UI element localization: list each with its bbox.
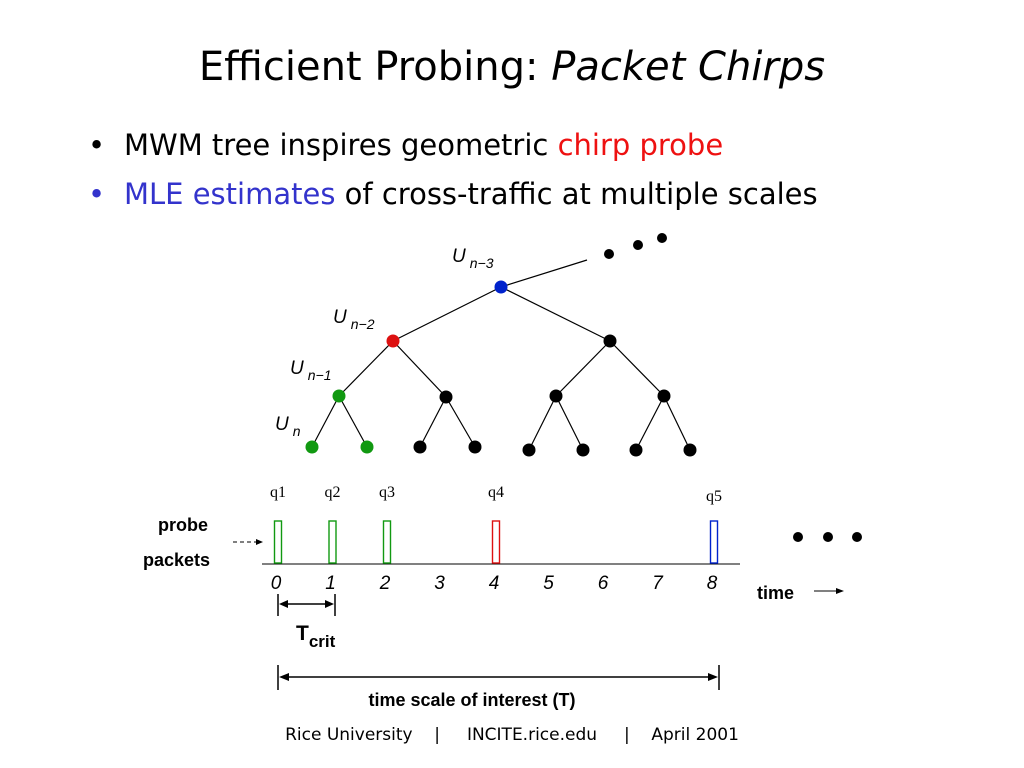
continuation-dot (793, 532, 803, 542)
ancestor-dot (633, 240, 643, 250)
parent-edge (500, 259, 588, 288)
tree-edge (500, 286, 611, 342)
probe-packet-label: q2 (325, 484, 341, 501)
tree-edge (609, 340, 665, 397)
time-tick-label: 5 (543, 573, 554, 594)
tree-node (683, 443, 697, 457)
slide-footer: Rice University | INCITE.rice.edu | Apri… (285, 725, 739, 745)
time-tick-label: 8 (707, 573, 718, 594)
tree-edge (338, 340, 394, 397)
probe-packet-label: q3 (379, 484, 395, 501)
tree-node (439, 390, 453, 404)
tree-edge (635, 395, 665, 451)
tree-edge (338, 395, 368, 448)
probe-packet (709, 520, 719, 564)
bullet-item-2: • MLE estimates of cross-traffic at multi… (88, 177, 818, 211)
tree-edge (528, 395, 557, 451)
tree-node (413, 440, 427, 454)
tree-node (305, 440, 319, 454)
bullet-item-1: • MWM tree inspires geometric chirp probe (88, 128, 723, 162)
tree-edge (392, 286, 502, 342)
tree-edge (555, 340, 611, 397)
scale-arrow-left-head (279, 673, 289, 681)
probe-packet (382, 520, 392, 564)
bullet-dot: • (88, 177, 106, 211)
time-arrow-head (836, 588, 844, 594)
slide-title: Efficient Probing: Packet Chirps (0, 44, 1024, 90)
tcrit-label: Tcrit (296, 622, 336, 651)
probe-packet-label: q4 (488, 484, 504, 501)
time-tick-label: 4 (489, 573, 500, 594)
tree-edge (445, 396, 476, 448)
bullet-1-text-b: chirp probe (557, 128, 724, 162)
time-tick-label: 0 (271, 573, 282, 594)
tree-node (549, 389, 563, 403)
title-main: Efficient Probing: (198, 44, 539, 90)
time-axis-label: time (757, 583, 794, 603)
probe-packet (273, 520, 283, 564)
bullet-dot: • (88, 128, 106, 162)
bullet-2-text-b: of cross-traffic at multiple scales (335, 177, 818, 211)
tree-node (386, 334, 400, 348)
continuation-dot (823, 532, 833, 542)
scale-label: time scale of interest (T) (368, 690, 575, 710)
tree-node (360, 440, 374, 454)
bullet-2-text-a: MLE estimates (124, 177, 336, 211)
scale-arrow-right-head (708, 673, 718, 681)
tree-edge (663, 395, 691, 451)
tree-node (657, 389, 671, 403)
ancestor-dot (657, 233, 667, 243)
continuation-dot (852, 532, 862, 542)
tree-node (494, 280, 508, 294)
tree-edge (311, 395, 340, 448)
time-tick-label: 2 (379, 573, 391, 594)
tree-node (629, 443, 643, 457)
time-tick-label: 6 (598, 573, 609, 594)
time-ticks: 0 1 2 3 4 5 6 7 8 (271, 573, 718, 594)
probe-packets: q1 q2 q3 q4 q5 (270, 484, 722, 564)
probe-packet-label: q1 (270, 484, 286, 501)
tree-edges (311, 259, 691, 451)
tree-nodes (305, 233, 697, 457)
row-label-probe: probe (158, 515, 208, 535)
time-tick-label: 7 (652, 573, 664, 594)
tree-node (603, 334, 617, 348)
ancestor-dot (604, 249, 614, 259)
tree-edge (555, 395, 584, 451)
tcrit-arrow-right-head (325, 600, 334, 608)
tree-edge (392, 340, 447, 398)
row-label-packets: packets (143, 550, 210, 570)
time-tick-label: 1 (325, 573, 336, 594)
tree-edge (419, 396, 447, 448)
tree-node (332, 389, 346, 403)
probe-packet (328, 520, 337, 564)
tree-node (468, 440, 482, 454)
bullet-1-text-a: MWM tree inspires geometric (124, 128, 558, 162)
tcrit-arrow-left-head (279, 600, 288, 608)
probe-packet-label: q5 (706, 488, 722, 505)
title-emphasis: Packet Chirps (551, 44, 826, 90)
probe-timeline: probe packets q1 q2 q3 q4 q5 0 1 2 3 4 5 6 7 8 time … (143, 484, 862, 710)
tree-node (576, 443, 590, 457)
tree-node (522, 443, 536, 457)
probe-packet (491, 520, 501, 564)
time-tick-label: 3 (434, 573, 445, 594)
incoming-arrow-head (256, 539, 263, 545)
